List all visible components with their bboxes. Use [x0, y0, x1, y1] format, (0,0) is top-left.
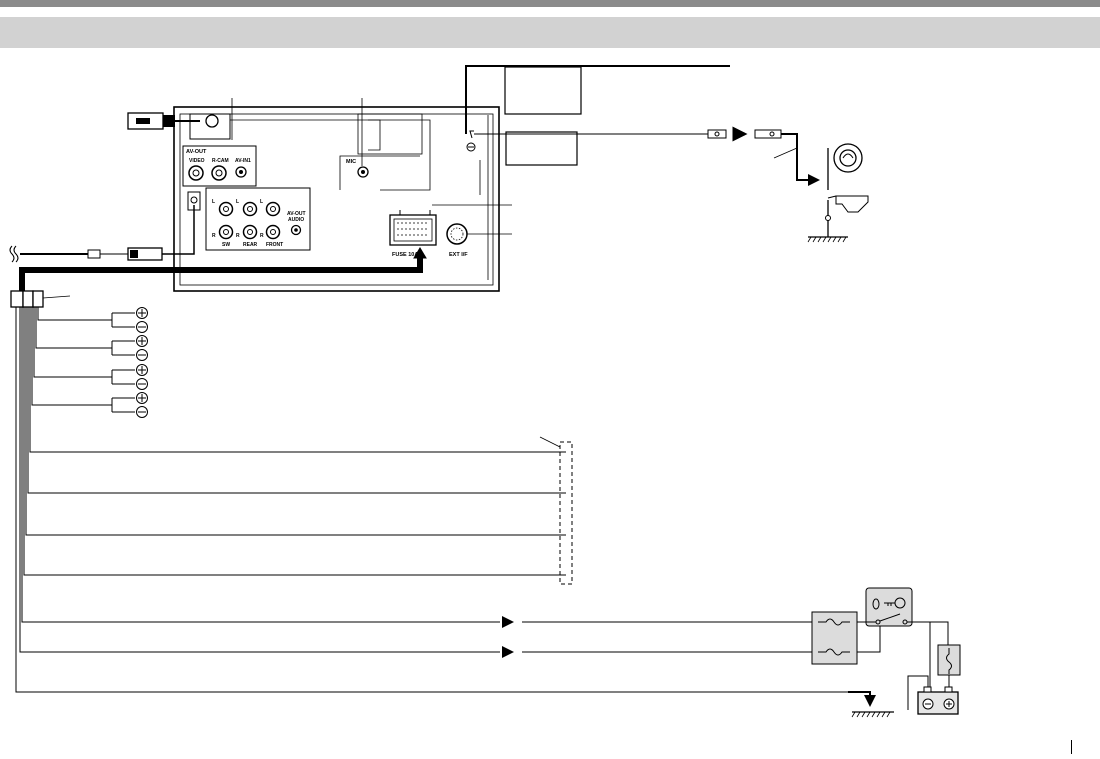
battery-icon	[917, 686, 959, 715]
sw-label: SW	[222, 242, 230, 248]
av-out-label: AV-OUT	[186, 149, 207, 155]
header-bar	[0, 17, 1100, 48]
parking-brake-lever-icon	[807, 143, 869, 243]
upper-wiring	[465, 65, 730, 166]
r-cam-jack	[211, 165, 227, 181]
ignition-switch	[865, 587, 913, 627]
av-in1-jack	[235, 166, 247, 178]
ground-icon	[466, 142, 476, 152]
antenna-plug-icon	[9, 205, 195, 263]
speaker-plus-icon	[136, 307, 148, 319]
l-label-2: L	[236, 199, 239, 205]
main-unit-rear-panel	[173, 106, 500, 292]
dashed-connector-group	[559, 441, 573, 585]
speaker-minus-icon	[136, 321, 148, 333]
battery-fuse	[937, 644, 961, 676]
speaker-minus-icon	[136, 349, 148, 361]
r-cam-label: R-CAM	[212, 158, 229, 164]
speaker-plus-icon	[136, 364, 148, 376]
wiring-harness	[10, 247, 427, 308]
front-label: FRONT	[266, 242, 283, 248]
av-out-audio-label-1: AV-OUT	[287, 211, 306, 217]
mic-label: MIC	[346, 159, 356, 165]
ground-icon	[848, 691, 894, 718]
r-label-1: R	[212, 233, 216, 239]
harness-socket: FUSE 10A	[389, 210, 437, 258]
speaker-minus-icon	[136, 378, 148, 390]
r-label-3: R	[260, 233, 264, 239]
rear-label: REAR	[243, 242, 258, 248]
fuse-box	[811, 611, 858, 665]
speaker-terminals	[136, 307, 148, 418]
speaker-minus-icon	[136, 406, 148, 418]
fuse-label: FUSE 10A	[392, 252, 418, 258]
av-out-audio-label-2: AUDIO	[288, 217, 304, 223]
fuse-icon	[946, 648, 952, 674]
r-label-2: R	[236, 233, 240, 239]
fuse-icon	[818, 648, 850, 656]
video-jack	[188, 165, 204, 181]
top-strip	[0, 0, 1100, 7]
page-marker	[1071, 740, 1072, 754]
mic-jack-group: MIC	[346, 159, 369, 178]
video-label: VIDEO	[189, 158, 205, 164]
l-label-3: L	[260, 199, 263, 205]
ext-if-label: EXT I/F	[449, 252, 468, 258]
usb-plug-icon	[127, 112, 219, 130]
speaker-wires	[31, 307, 135, 413]
harness-long-wires	[15, 307, 870, 693]
fuse-icon	[818, 618, 850, 626]
parking-brake-connector	[707, 126, 820, 186]
rca-audio-block: L L L R R R AV-OUT AUDIO SW REAR FRONT	[205, 187, 311, 251]
av-in1-label: AV-IN1	[235, 158, 251, 164]
speaker-plus-icon	[136, 392, 148, 404]
l-label-1: L	[212, 199, 215, 205]
ext-if-socket: EXT I/F	[446, 223, 468, 258]
av-out-jack-group: AV-OUT VIDEO R-CAM AV-IN1	[182, 145, 257, 187]
speaker-plus-icon	[136, 335, 148, 347]
arrow-icon	[502, 616, 514, 658]
ignition-key-icon	[872, 597, 906, 610]
mic-jack	[357, 166, 369, 178]
